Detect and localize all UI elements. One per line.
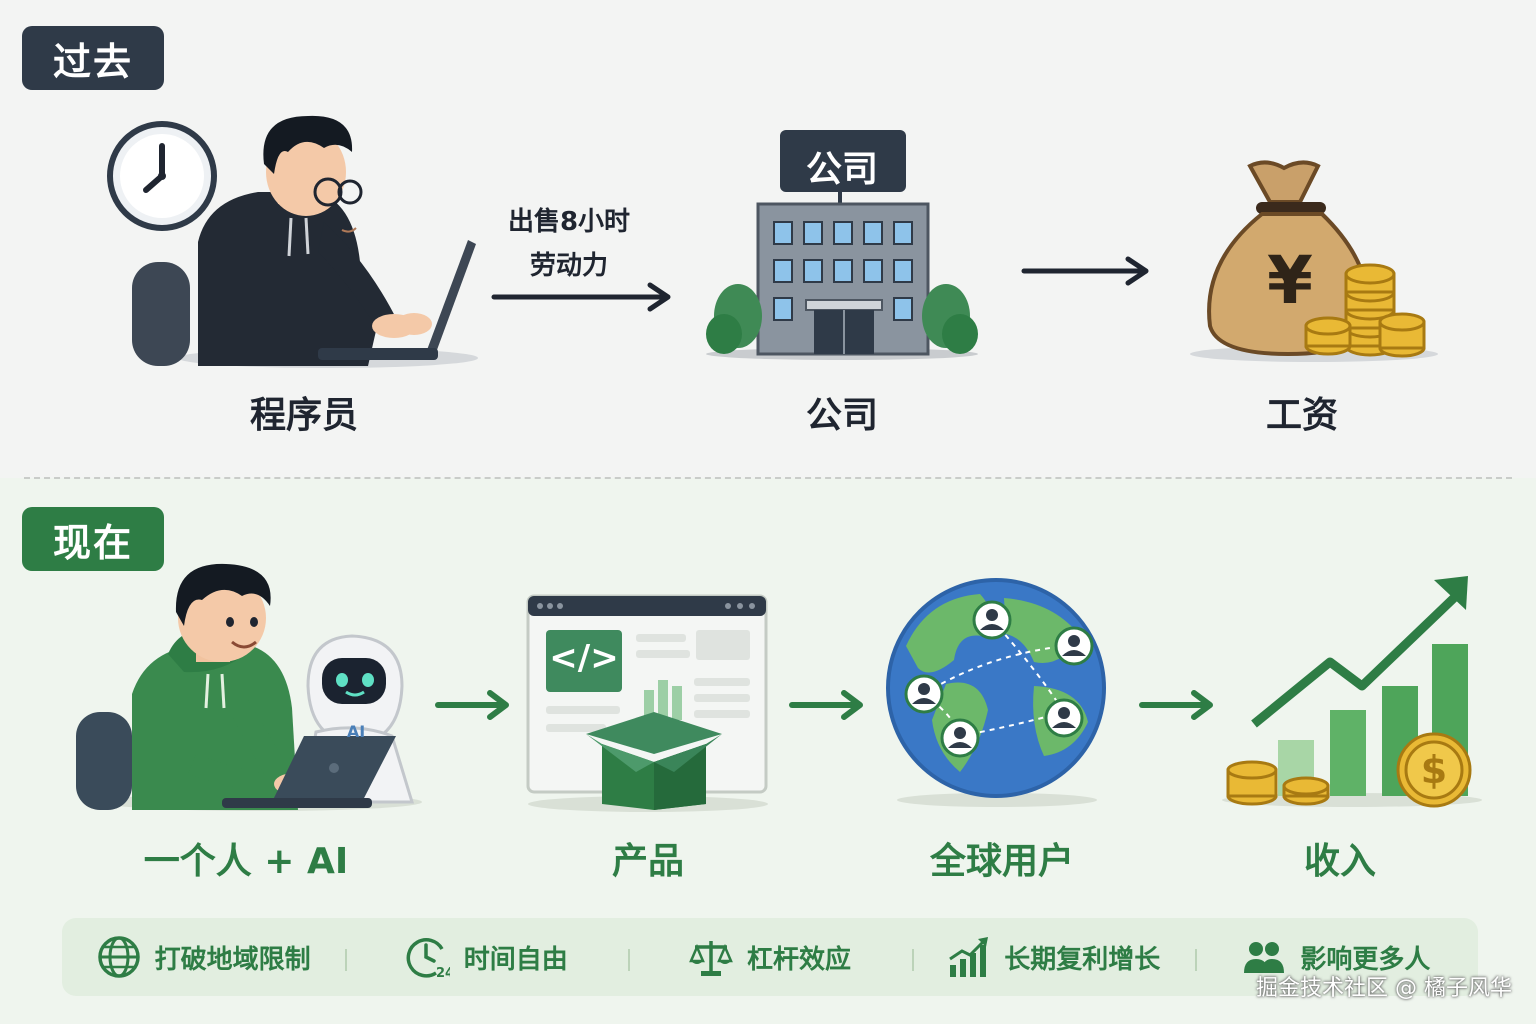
svg-text:24: 24 [436, 966, 450, 979]
people-icon [1244, 942, 1285, 973]
now-badge: 现在 [22, 507, 164, 571]
sell-labor-line1: 出售8小时 [507, 207, 631, 237]
dollar-symbol: $ [1420, 748, 1448, 792]
balance-scale-icon [689, 941, 733, 976]
sell-labor-line2: 劳动力 [529, 251, 608, 281]
person-ai-label: 一个人 + AI [143, 841, 349, 882]
salary-label: 工资 [1265, 395, 1339, 436]
company-sign-text: 公司 [805, 149, 879, 190]
code-symbol: </> [549, 638, 619, 678]
programmer-illustration [132, 115, 478, 368]
benefit-item: 杠杆效应 [628, 935, 911, 979]
arrow-right-icon [1021, 256, 1149, 286]
company-label: 公司 [805, 395, 879, 436]
programmer-label: 程序员 [249, 395, 359, 436]
income-growth-illustration [1222, 576, 1482, 808]
arrow-right-icon [1139, 690, 1213, 720]
benefit-label: 长期复利增长 [1004, 944, 1161, 975]
benefit-item: 打破地域限制 [62, 935, 345, 979]
benefit-label: 打破地域限制 [154, 944, 311, 975]
clock-icon [107, 121, 217, 231]
product-illustration [526, 594, 768, 812]
sell-labor-text: 出售8小时 劳动力 [480, 200, 658, 288]
globe-users-illustration [886, 578, 1106, 807]
benefit-label: 时间自由 [463, 944, 568, 975]
money-bag-illustration [1190, 160, 1438, 362]
section-divider [24, 477, 1512, 479]
arrow-right-icon [435, 690, 509, 720]
benefit-item: 24 时间自由 [345, 935, 628, 979]
robot-chest-text: AI [346, 722, 366, 741]
benefits-bar: 打破地域限制 24 时间自由 杠杆效应 长期复利增长 [62, 918, 1478, 996]
global-users-label: 全球用户 [929, 841, 1075, 882]
benefit-label: 影响更多人 [1300, 944, 1431, 975]
benefit-item: 长期复利增长 [911, 935, 1195, 979]
arrow-right-icon [491, 282, 671, 312]
income-label: 收入 [1303, 841, 1377, 882]
benefit-label: 杠杆效应 [747, 944, 852, 975]
clock-24-icon: 24 [406, 938, 450, 979]
yen-symbol: ¥ [1267, 242, 1313, 319]
company-building-illustration [706, 130, 978, 360]
arrow-right-icon [789, 690, 863, 720]
person-with-ai-illustration [76, 563, 422, 811]
globe-icon [97, 936, 140, 978]
product-label: 产品 [611, 841, 685, 882]
watermark-text: 掘金技术社区 @ 橘子风华 [1256, 976, 1512, 1001]
past-badge: 过去 [22, 26, 164, 90]
growth-chart-icon [949, 937, 989, 977]
benefit-item: 影响更多人 [1194, 935, 1478, 979]
